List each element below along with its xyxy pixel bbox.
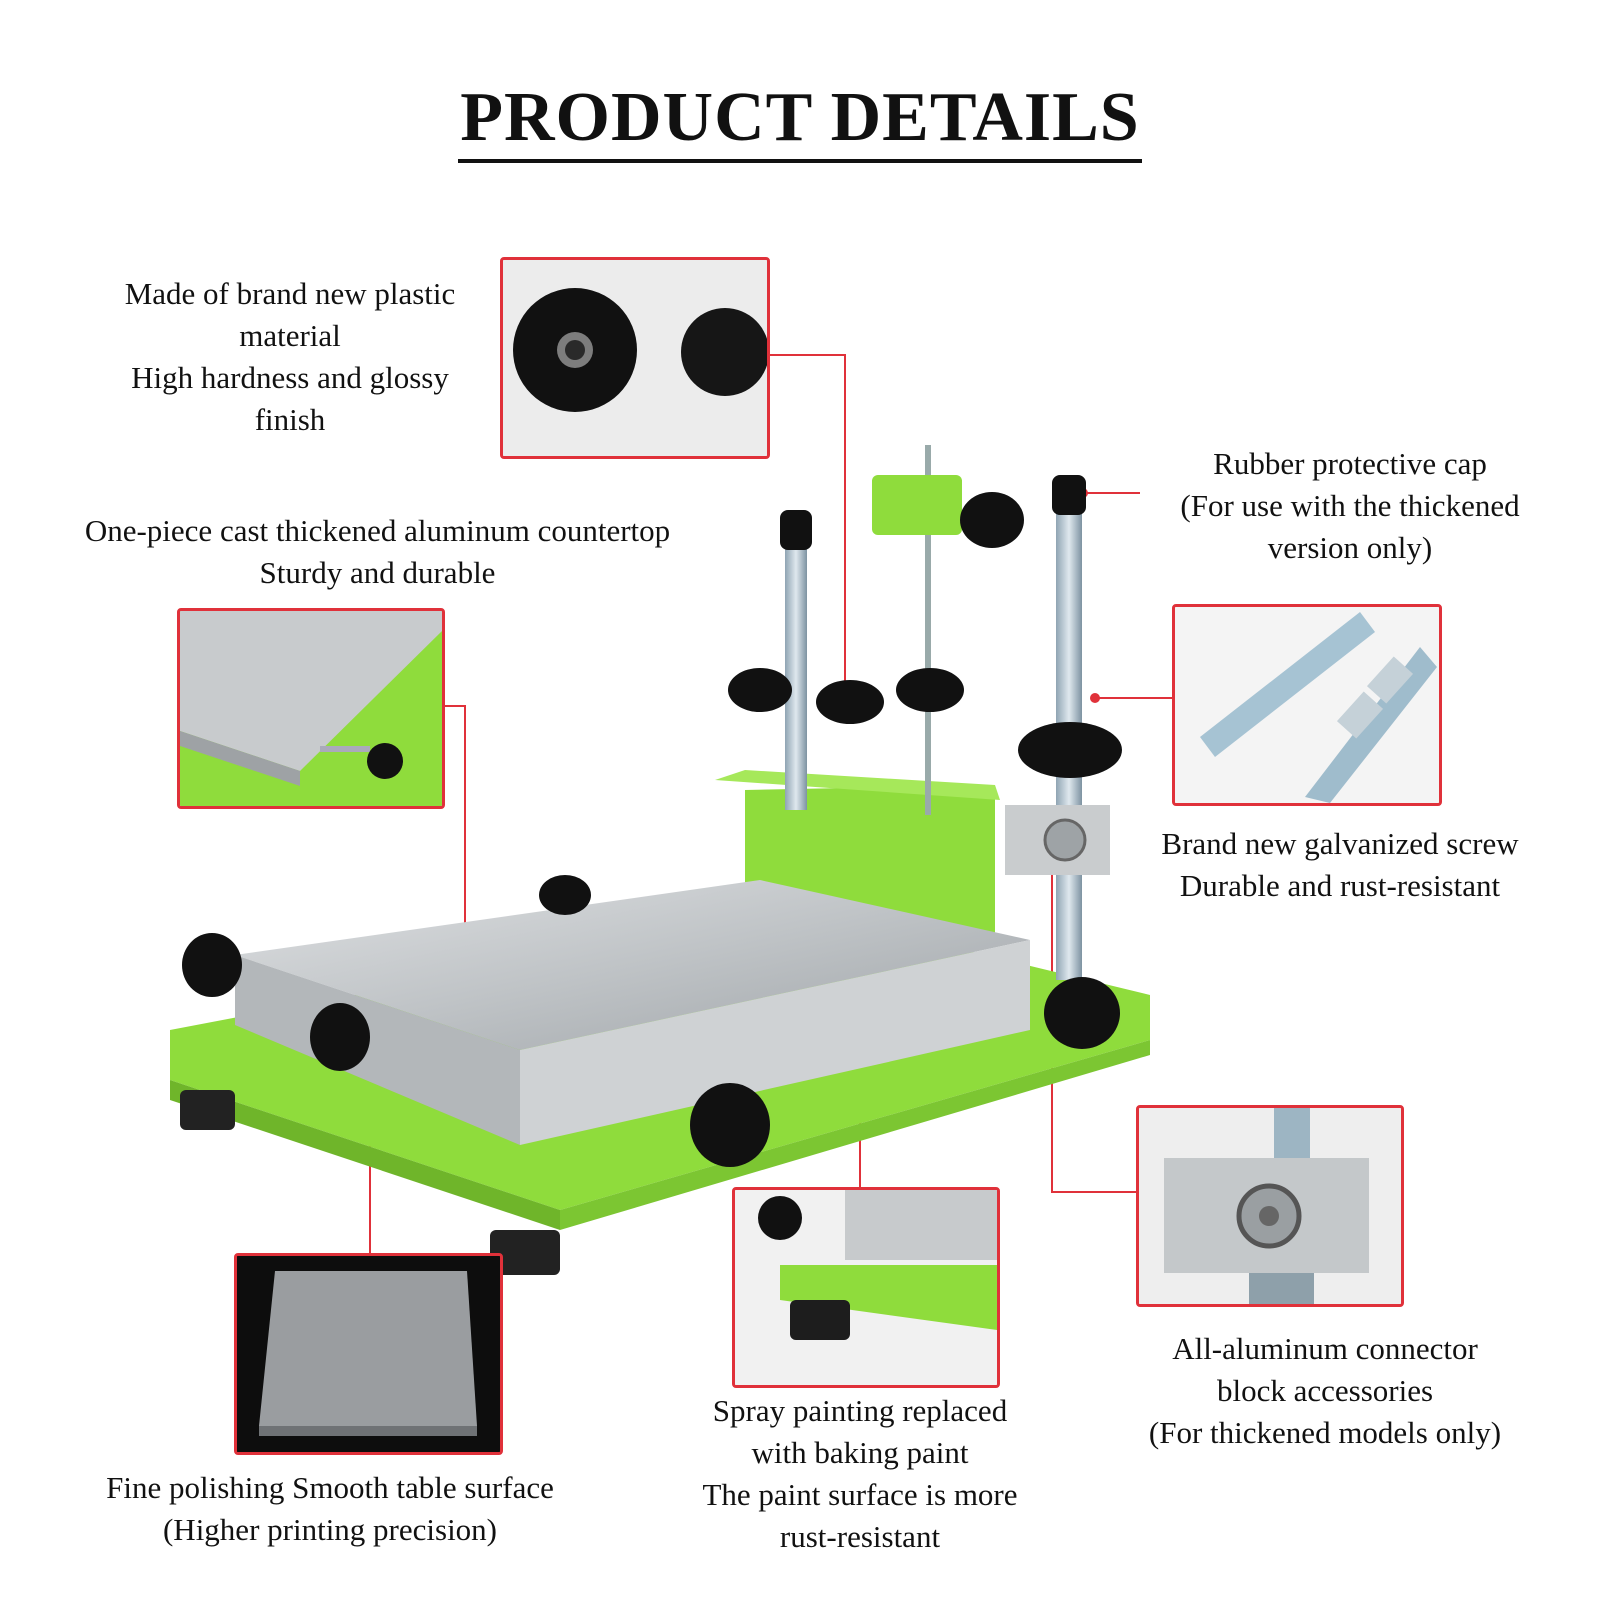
page-title: PRODUCT DETAILS bbox=[0, 78, 1600, 163]
countertop-closeup-photo bbox=[177, 608, 445, 809]
galvanized-screw-photo bbox=[1172, 604, 1442, 806]
countertop-caption: One-piece cast thickened aluminum counte… bbox=[84, 513, 671, 590]
baking-paint-photo bbox=[732, 1187, 1000, 1388]
star-knob-side-icon bbox=[681, 308, 767, 396]
polished-surface-photo bbox=[234, 1253, 503, 1455]
screen-printer-illustration bbox=[170, 445, 1150, 1275]
connector-block-photo bbox=[1136, 1105, 1404, 1307]
knob-closeup-photo bbox=[500, 257, 770, 459]
rubber-cap-caption: Rubber protective cap(For use with the t… bbox=[1180, 446, 1520, 565]
polish-caption: Fine polishing Smooth table surface(High… bbox=[106, 1470, 554, 1547]
